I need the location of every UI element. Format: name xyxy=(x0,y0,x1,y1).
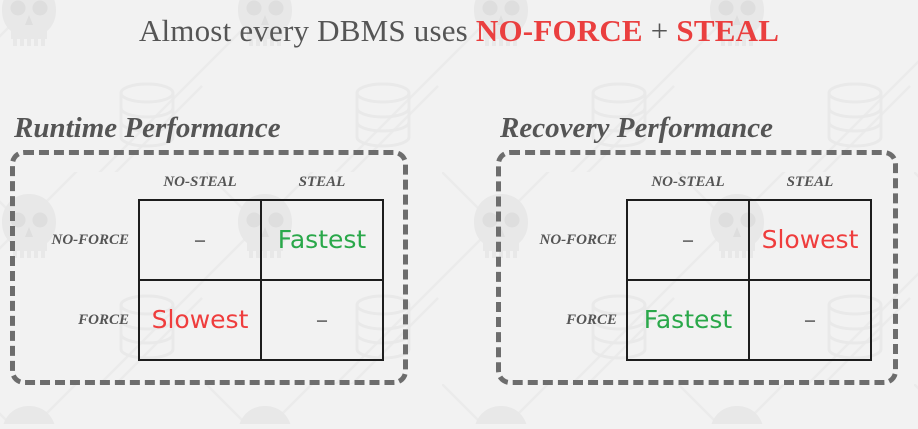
row-header-force: FORCE xyxy=(78,311,129,328)
matrix-row-no-force: NO-FORCE – Fastest xyxy=(23,199,384,281)
cell-noforce-nosteal: – xyxy=(626,199,750,281)
panel-heading-recovery: Recovery Performance xyxy=(500,112,773,144)
matrix-corner-cell xyxy=(511,166,627,200)
matrix-row-force: FORCE Fastest – xyxy=(511,279,872,361)
panel-runtime-performance: Runtime Performance NO-STEAL STEAL NO-FO… xyxy=(10,110,414,385)
cell-noforce-steal: Slowest xyxy=(748,199,872,281)
matrix-row-force: FORCE Slowest – xyxy=(23,279,384,361)
cell-noforce-steal: Fastest xyxy=(260,199,384,281)
cell-noforce-nosteal: – xyxy=(138,199,262,281)
cell-force-nosteal: Fastest xyxy=(626,279,750,361)
matrix-header-row: NO-STEAL STEAL xyxy=(23,166,383,200)
title-plus-sign: + xyxy=(650,13,669,48)
row-header-no-force: NO-FORCE xyxy=(539,231,617,248)
matrix-recovery-performance: NO-STEAL STEAL NO-FORCE – Slowest FORCE … xyxy=(511,166,872,361)
column-header-no-steal: NO-STEAL xyxy=(163,174,237,190)
column-header-steal: STEAL xyxy=(298,174,346,190)
panel-heading-runtime: Runtime Performance xyxy=(14,112,281,144)
title-lead-text: Almost every DBMS uses xyxy=(138,13,468,48)
matrix-header-row: NO-STEAL STEAL xyxy=(511,166,871,200)
dashed-container-runtime: NO-STEAL STEAL NO-FORCE – Fastest FORCE … xyxy=(10,150,408,385)
cell-force-steal: – xyxy=(748,279,872,361)
column-header-no-steal: NO-STEAL xyxy=(651,174,725,190)
page-title: Almost every DBMS uses NO-FORCE + STEAL xyxy=(0,11,918,51)
matrix-corner-cell xyxy=(23,166,139,200)
cell-force-steal: – xyxy=(260,279,384,361)
row-header-no-force: NO-FORCE xyxy=(51,231,129,248)
panel-recovery-performance: Recovery Performance NO-STEAL STEAL NO-F… xyxy=(496,110,902,385)
dashed-container-recovery: NO-STEAL STEAL NO-FORCE – Slowest FORCE … xyxy=(496,150,898,385)
matrix-runtime-performance: NO-STEAL STEAL NO-FORCE – Fastest FORCE … xyxy=(23,166,384,361)
title-keyword-no-force: NO-FORCE xyxy=(475,13,643,48)
column-header-steal: STEAL xyxy=(786,174,834,190)
title-keyword-steal: STEAL xyxy=(676,13,780,48)
cell-force-nosteal: Slowest xyxy=(138,279,262,361)
matrix-row-no-force: NO-FORCE – Slowest xyxy=(511,199,872,281)
row-header-force: FORCE xyxy=(566,311,617,328)
